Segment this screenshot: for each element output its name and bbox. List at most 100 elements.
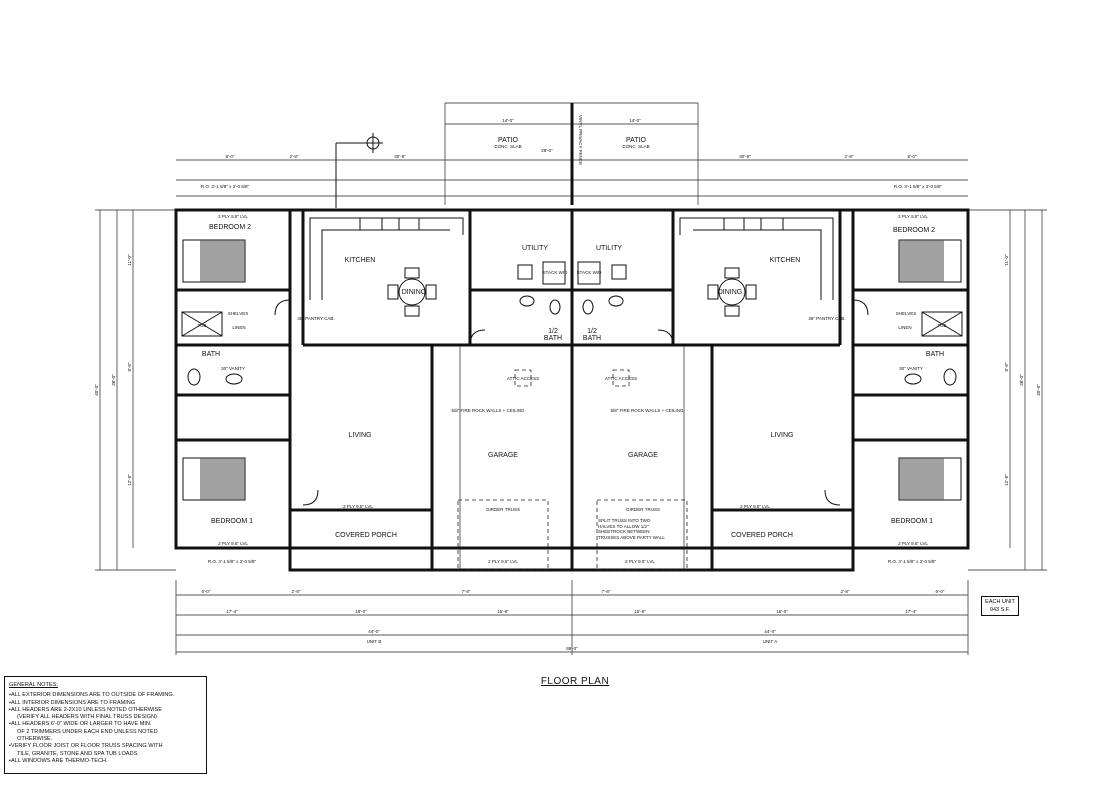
living-left-label: LIVING [349,432,372,439]
pantry-right-label: 36" PANTRY CAB. [808,316,845,321]
vanity-left-label: 30" VANITY [221,366,245,371]
half-bath-left-label: BATH [544,335,562,342]
side-dim-c-right: 8'-8" [1004,362,1009,371]
linen-left-label: LINEN [232,325,245,330]
ro-window-top-left: R.O. 3'-1 5/8" x 3'-0 5/8" [201,184,250,189]
patio-sub-right: CONC. SLAB [622,144,649,149]
bot-dim-d-right: 7'-8" [602,589,611,594]
linen-right-label: LINEN [898,325,911,330]
bot-dim-a-left: 17'-4" [226,609,238,614]
bedroom2-right-label: BEDROOM 2 [893,227,935,234]
top-dim-b-left: 30'-8" [394,154,406,159]
depth-dim-left: 40'-0" [94,384,99,396]
bedroom1-left-label: BEDROOM 1 [211,518,253,525]
header-lvl-garage-left: 2 PLY 9.5" LVL [488,559,518,564]
bot-dim-b-right: 16'-0" [776,609,788,614]
bedroom1-right-label: BEDROOM 1 [891,518,933,525]
header-lvl-garage-right: 2 PLY 9.5" LVL [625,559,655,564]
patio-width-dim-right: 14'-0" [629,118,641,123]
utility-right-label: UTILITY [596,245,622,252]
garage-right-label: GARAGE [628,452,658,459]
bot-dim-c-right: 15'-8" [634,609,646,614]
vinyl-fence-label: VINYL PRIVACY FENCE [578,115,583,165]
attic-right-label: ATTIC ACCESS [605,376,637,381]
bath-right-label: BATH [926,351,944,358]
interior-walls-unit-a [572,210,968,512]
header-lvl-bot-left: 2 PLY 9.5" LVL [218,541,248,546]
header-lvl-bot-right: 2 PLY 9.5" LVL [898,541,928,546]
bed-icons [182,239,962,501]
bot-dim-f-left: 2'-8" [292,589,301,594]
ro-window-bot-left: R.O. 3'-1 5/8" x 3'-0 5/8" [208,559,257,564]
depth-dim-right: 40'-0" [1036,384,1041,396]
dining-left-label: DINING [402,289,427,296]
bot-dim-c-left: 15'-8" [497,609,509,614]
patio-sub-left: CONC. SLAB [494,144,521,149]
depth2-dim-left: 38'-0" [111,374,116,386]
patio-area: PATIO CONC. SLAB PATIO CONC. SLAB VINYL … [494,103,650,205]
general-note-line: TILE, GRANITE, STONE AND SPA TUB LOADS. [17,750,139,757]
kitchen-right-label: KITCHEN [770,257,801,264]
unit-a-label: UNIT A [763,639,777,644]
patio-label-left: PATIO [498,137,519,144]
unit-b-width-dim: 44'-0" [368,629,380,634]
half-left-label: 1/2 [548,328,558,335]
garage-details [457,345,688,571]
attic-left-label: ATTIC ACCESS [507,376,539,381]
patio-depth-dim: 28'-0" [541,148,553,153]
general-note-line: •ALL WINDOWS ARE THERMO-TECH. [9,757,108,764]
living-right-label: LIVING [771,432,794,439]
dining-table-right-icon [707,267,757,317]
bot-dim-e-right: 6'-0" [936,589,945,594]
general-note-line: •ALL HEADERS ARE 2-2X10 UNLESS NOTED OTH… [9,706,163,713]
top-dim-a-right: 8'-0" [908,154,917,159]
split-truss-note: SPLIT TRUSS INTO TWO HALVES TO ALLOW 1/2… [598,518,665,540]
general-note-line: OTHERWISE. [17,736,53,743]
bot-dim-d-left: 7'-8" [462,589,471,594]
garage-left-label: GARAGE [488,452,518,459]
top-dim-c-right: 2'-8" [845,154,854,159]
bot-dim-f-right: 2'-8" [841,589,850,594]
general-notes-box: GENERAL NOTES: •ALL EXTERIOR DIMENSIONS … [4,676,207,774]
shelves-left-label: SHELVES [228,311,248,316]
interior-walls-unit-b [176,210,572,512]
girder-left-label: GIRDER TRUSS [486,507,520,512]
half-bath-right-label: BATH [583,335,601,342]
girder-right-label: GIRDER TRUSS [626,507,660,512]
kitchen-counters [309,217,834,300]
header-lvl-porch-right: 2 PLY 9.5" LVL [740,504,770,509]
unit-area-line2: 943 S.F. [989,607,1011,613]
general-note-line: •VERIFY FLOOR JOIST OR FLOOR TRUSS SPACI… [9,743,163,750]
bath-fixtures [181,261,963,386]
ro-window-bot-right: R.O. 3'-1 5/8" x 3'-0 5/8" [888,559,937,564]
tub-left-label: TUB [198,323,207,328]
fire-rock-left-label: 5/8" FIRE ROCK WALLS + CEILING [451,408,525,413]
bedroom2-left-label: BEDROOM 2 [209,224,251,231]
covered-porch-left-label: COVERED PORCH [335,532,397,539]
utility-left-label: UTILITY [522,245,548,252]
dining-right-label: DINING [718,289,743,296]
tub-right-label: TUB [938,323,947,328]
bot-dim-a-right: 17'-4" [905,609,917,614]
general-notes-heading: GENERAL NOTES: [9,682,58,688]
vanity-right-label: 30" VANITY [899,366,923,371]
half-right-label: 1/2 [587,328,597,335]
bot-dim-e-left: 6'-0" [202,589,211,594]
side-dim-a-right: 11'-0" [1004,254,1009,266]
exterior-walls [174,208,970,572]
side-dim-a-left: 11'-0" [127,254,132,266]
room-labels: BEDROOM 2 BEDROOM 2 BEDROOM 1 BEDROOM 1 … [198,184,947,564]
patio-width-dim-left: 14'-0" [502,118,514,123]
top-dim-b-right: 30'-8" [739,154,751,159]
covered-porch-right-label: COVERED PORCH [731,532,793,539]
unit-b-label: UNIT B [367,639,382,644]
dining-table-left-icon [387,267,437,317]
header-lvl-porch-left: 2 PLY 9.5" LVL [343,504,373,509]
top-dim-c-left: 2'-8" [290,154,299,159]
overall-width-dim: 88'-0" [566,646,578,651]
ro-window-top-right: R.O. 3'-1 5/8" x 3'-0 5/8" [894,184,943,189]
general-note-line: •ALL HEADERS 6'-0" WIDE OR LARGER TO HAV… [9,721,152,728]
bath-left-label: BATH [202,351,220,358]
general-note-line: (VERIFY ALL HEADERS WITH FINAL TRUSS DES… [17,714,157,721]
